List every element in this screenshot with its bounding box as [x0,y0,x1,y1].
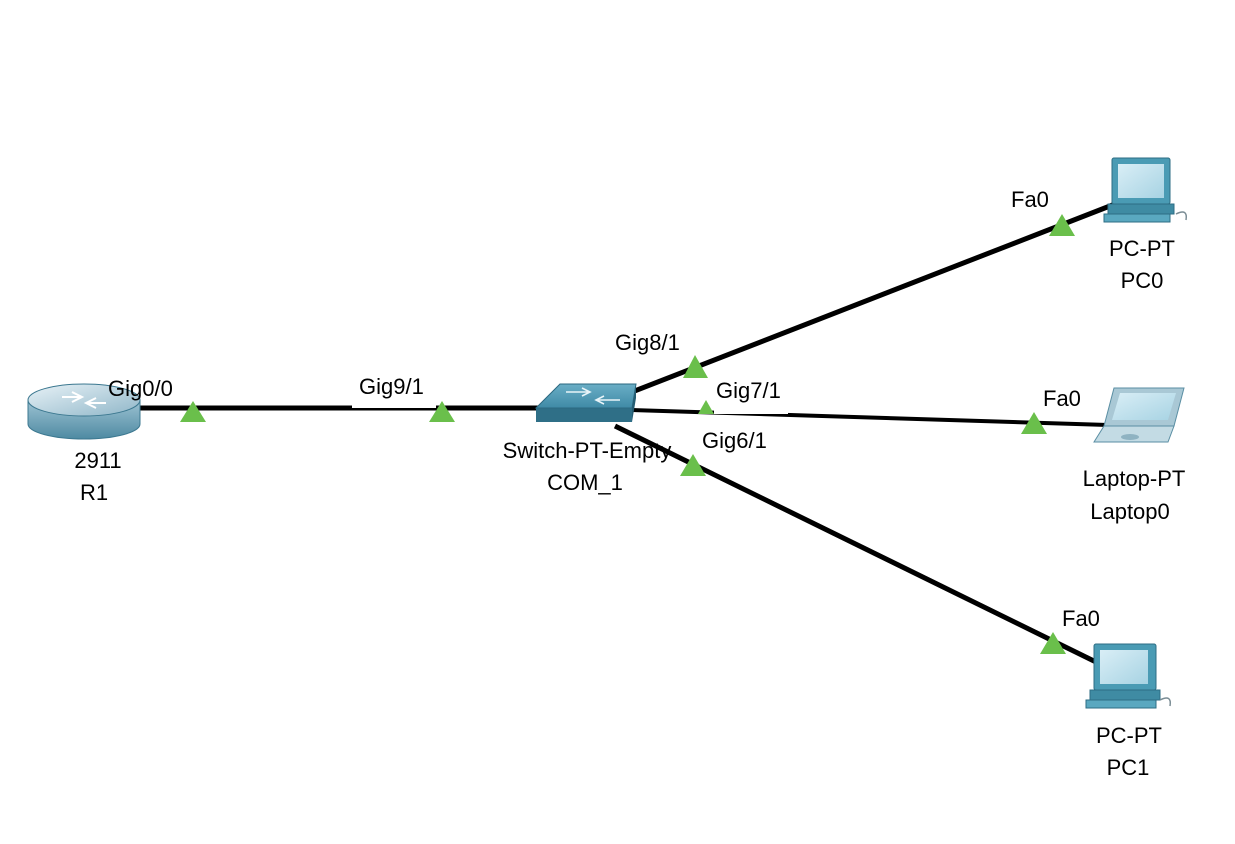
device-name-pc1: PC1 [1107,755,1150,780]
port-label-laptop0-fa0: Fa0 [1043,386,1081,411]
device-r1[interactable] [27,383,141,440]
port-label-pc1-fa0: Fa0 [1062,606,1100,631]
pc-icon [1103,157,1188,223]
port-label-com1-gig7-1: Gig7/1 [716,378,781,403]
device-model-laptop0: Laptop-PT [1083,466,1186,491]
device-model-pc1: PC-PT [1096,723,1162,748]
device-labels: 2911 R1 Switch-PT-Empty COM_1 PC-PT PC0 … [74,236,1185,780]
port-label-com1-gig9-1: Gig9/1 [359,374,424,399]
device-name-com1: COM_1 [547,470,623,495]
port-up-icon [698,400,714,414]
port-up-icon [1021,412,1047,434]
switch-icon [534,383,637,422]
port-label-com1-gig8-1: Gig8/1 [615,330,680,355]
device-model-com1: Switch-PT-Empty [503,438,672,463]
link-com1-pc0[interactable] [631,201,1116,395]
laptop-icon [1093,387,1185,443]
port-label-com1-gig6-1: Gig6/1 [702,428,767,453]
port-status-layer [180,214,1075,654]
link-com1-pc1[interactable] [613,423,1100,666]
pc-icon [1085,643,1172,709]
links-layer [138,201,1116,666]
device-laptop0[interactable] [1093,387,1185,443]
port-labels: Gig0/0 Gig9/1 Gig8/1 Fa0 Gig7/1 Fa0 Gig6… [108,187,1100,631]
port-up-icon [680,454,706,476]
port-label-r1-gig0-0: Gig0/0 [108,376,173,401]
device-com1[interactable] [534,383,637,422]
port-up-icon [180,401,206,422]
port-label-pc0-fa0: Fa0 [1011,187,1049,212]
device-model-pc0: PC-PT [1109,236,1175,261]
device-pc1[interactable] [1085,643,1172,709]
router-icon [27,383,141,440]
device-model-r1: 2911 [74,448,121,473]
port-up-icon [1040,632,1066,654]
port-up-icon [429,401,455,422]
device-name-laptop0: Laptop0 [1090,499,1170,524]
port-up-icon [1049,214,1075,236]
device-pc0[interactable] [1103,157,1188,223]
port-up-icon [683,355,708,378]
device-name-r1: R1 [80,480,108,505]
device-name-pc0: PC0 [1121,268,1164,293]
